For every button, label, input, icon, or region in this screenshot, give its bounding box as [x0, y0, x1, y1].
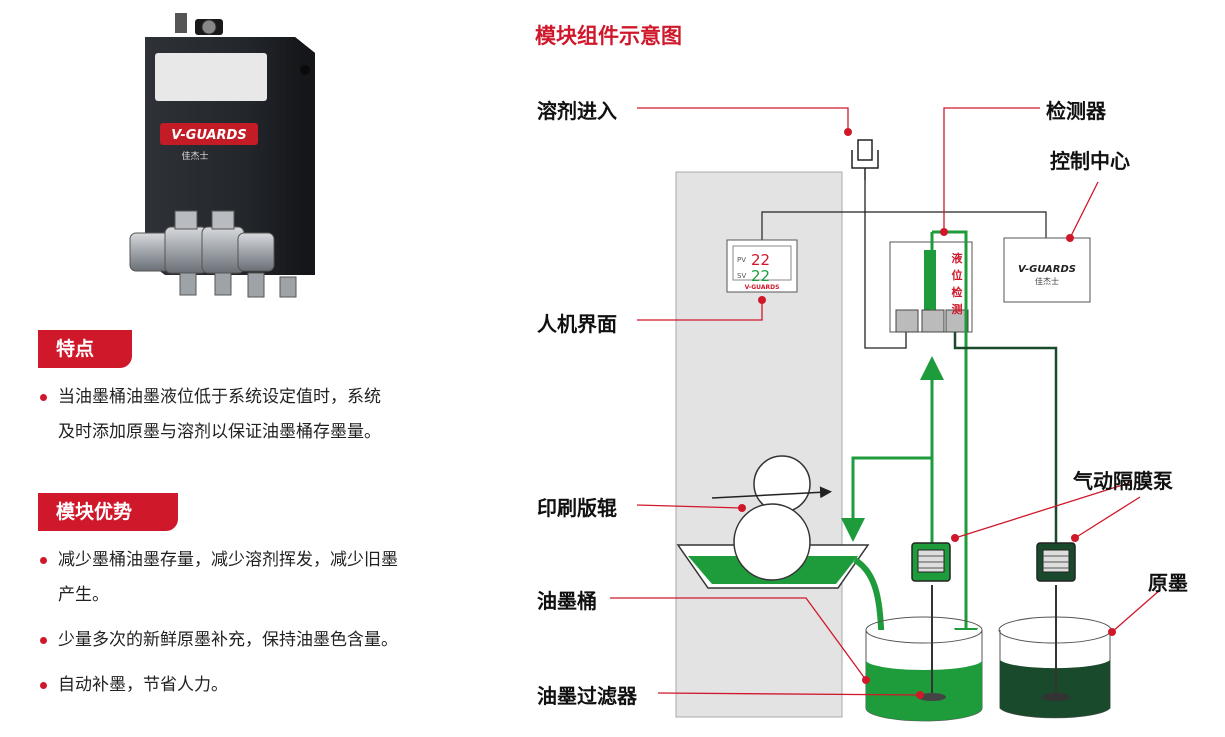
- label-roller: 印刷版辊: [537, 496, 617, 520]
- label-detector: 检测器: [1046, 99, 1106, 123]
- advantage-line-2: 少量多次的新鲜原墨补充，保持油墨色含量。: [38, 623, 478, 658]
- hmi-brand: V-GUARDS: [745, 284, 780, 291]
- solvent-valve: [851, 139, 879, 180]
- control-brand: V-GUARDS: [1018, 264, 1076, 275]
- label-solvent-in: 溶剂进入: [537, 99, 617, 123]
- roller-top: [753, 455, 811, 513]
- roller-main: [733, 503, 811, 581]
- feature-line-1: 当油墨桶油墨液位低于系统设定值时，系统: [38, 380, 478, 415]
- product-logo-sub: 佳杰士: [181, 150, 208, 162]
- pump-left: [911, 542, 951, 582]
- label-control-center: 控制中心: [1050, 149, 1130, 173]
- features-badge: 特点: [38, 330, 132, 368]
- level-detect-char-1: 液: [952, 251, 964, 265]
- advantage-line-1: 减少墨桶油墨存量，减少溶剂挥发，减少旧墨: [38, 543, 478, 578]
- label-raw-ink: 原墨: [1148, 571, 1188, 595]
- label-pump: 气动隔膜泵: [1073, 469, 1173, 493]
- advantage-line-3: 自动补墨，节省人力。: [38, 668, 478, 703]
- hmi-panel: PV 22 SV 22 V-GUARDS: [726, 239, 798, 293]
- advantage-line-1b: 产生。: [58, 585, 109, 605]
- level-detect-char-2: 位: [952, 268, 963, 282]
- diagram-title: 模块组件示意图: [535, 24, 682, 48]
- ink-bucket-left: [865, 585, 983, 722]
- label-ink-bucket: 油墨桶: [537, 589, 597, 613]
- label-hmi: 人机界面: [537, 312, 617, 336]
- control-brand-sub: 佳杰士: [1035, 276, 1059, 286]
- features-list: 当油墨桶油墨液位低于系统设定值时，系统 及时添加原墨与溶剂以保证油墨桶存墨量。: [38, 380, 478, 450]
- feature-line-2: 及时添加原墨与溶剂以保证油墨桶存墨量。: [58, 422, 381, 442]
- product-logo: [160, 123, 258, 145]
- level-detect-char-3: 检: [952, 285, 963, 299]
- advantages-list: 减少墨桶油墨存量，减少溶剂挥发，减少旧墨 产生。 少量多次的新鲜原墨补充，保持油…: [38, 543, 478, 703]
- product-logo-text: V-GUARDS: [171, 128, 246, 143]
- hmi-sv-label: SV: [737, 272, 746, 280]
- product-device-image: V-GUARDS 佳杰士: [129, 13, 315, 298]
- hmi-pv-value: 22: [751, 251, 770, 269]
- pump-right: [1036, 542, 1076, 582]
- control-center-box: V-GUARDS 佳杰士: [1003, 237, 1091, 303]
- label-ink-filter: 油墨过滤器: [537, 684, 637, 708]
- level-detect-char-4: 测: [952, 302, 963, 316]
- raw-ink-bucket: [998, 585, 1112, 719]
- advantages-badge: 模块优势: [38, 493, 178, 531]
- hmi-pv-label: PV: [737, 256, 746, 264]
- hmi-sv-value: 22: [751, 267, 770, 285]
